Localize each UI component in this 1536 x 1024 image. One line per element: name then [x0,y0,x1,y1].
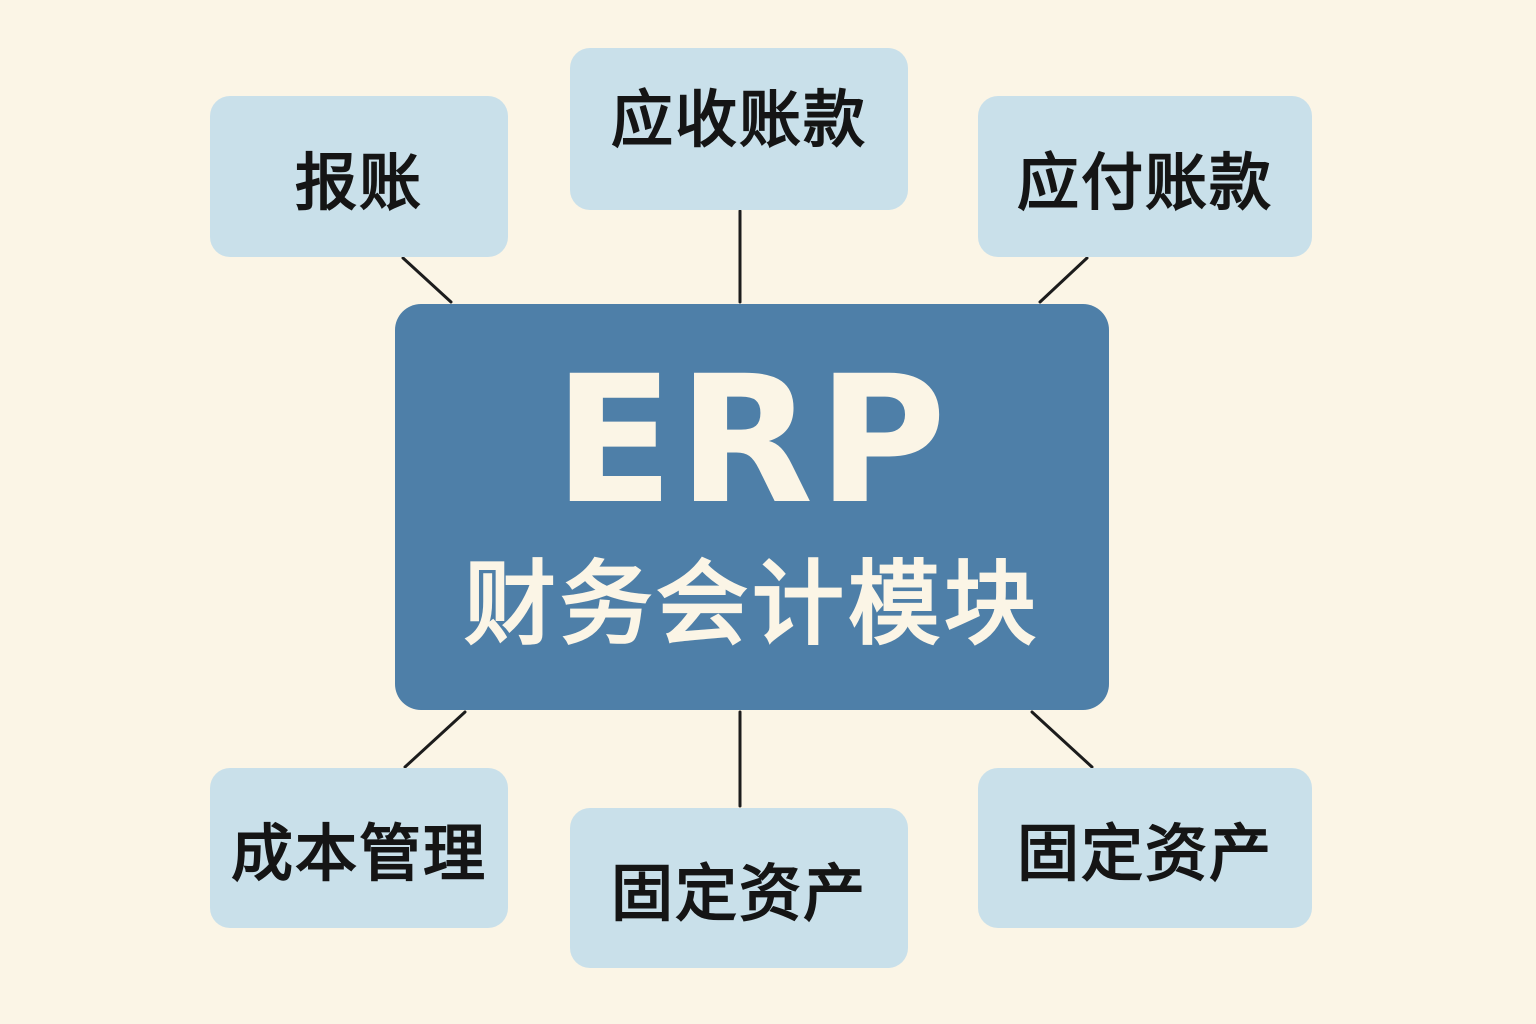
center-module: ERP 财务会计模块 [395,304,1109,710]
node-label: 固定资产 [610,857,867,930]
node-label: 应付账款 [1016,145,1273,219]
node-top-right: 应付账款 [978,96,1312,257]
center-subtitle: 财务会计模块 [463,551,1040,658]
node-label: 报账 [294,145,423,219]
connector-bottom-left [403,710,467,769]
node-bottom-right: 固定资产 [978,768,1312,928]
node-label: 应收账款 [610,83,867,156]
center-title: ERP [553,338,951,543]
node-label: 固定资产 [1016,817,1273,890]
node-bottom-left: 成本管理 [210,768,508,928]
connector-bottom-right [1030,710,1094,769]
node-top-left: 报账 [210,96,508,257]
connector-top-left [401,256,453,304]
node-top-center: 应收账款 [570,48,908,210]
node-bottom-center: 固定资产 [570,808,908,968]
node-label: 成本管理 [230,817,487,890]
connector-top-right [1038,256,1089,304]
